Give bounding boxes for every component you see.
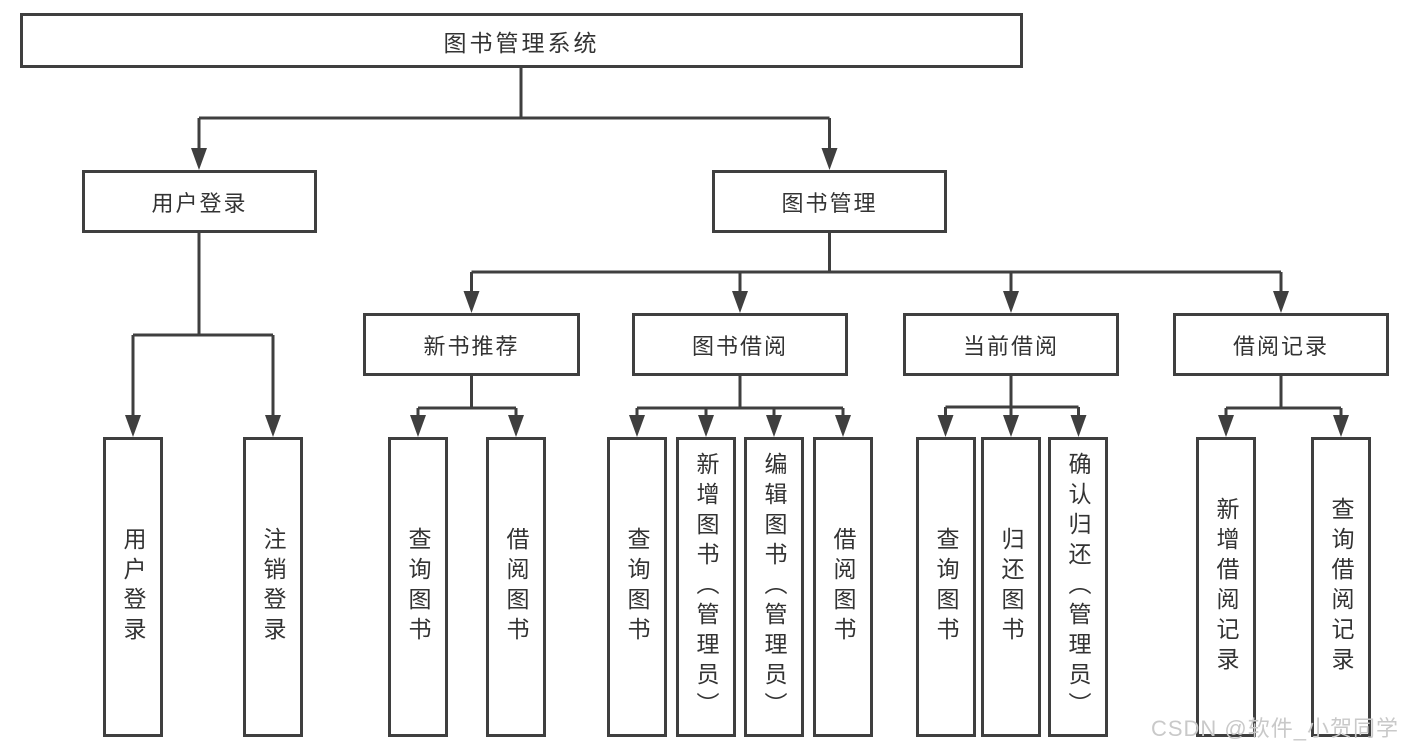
arrowheads-leaves bbox=[125, 415, 1349, 437]
edge-current-to-leaves bbox=[944, 376, 1080, 420]
leaf-add-book-admin: 新增图书（管理员） bbox=[676, 437, 736, 737]
leaf-add-borrow-record: 新增借阅记录 bbox=[1196, 437, 1256, 737]
leaf-edit-book-admin: 编辑图书（管理员） bbox=[744, 437, 804, 737]
csdn-watermark: CSDN @软件_小贺同学 bbox=[1150, 716, 1399, 741]
leaf-query-books-borrow: 查询图书 bbox=[607, 437, 667, 737]
leaf-query-borrow-record: 查询借阅记录 bbox=[1311, 437, 1371, 737]
arrowheads-level2 bbox=[191, 148, 838, 170]
node-current-borrow: 当前借阅 bbox=[903, 313, 1119, 376]
edge-borrow-to-leaves bbox=[635, 376, 845, 420]
arrowheads bbox=[125, 148, 1349, 437]
leaf-query-books-recommend: 查询图书 bbox=[388, 437, 448, 737]
edge-login-to-leaves bbox=[131, 233, 275, 420]
leaf-confirm-return-admin: 确认归还（管理员） bbox=[1048, 437, 1108, 737]
leaf-return-book: 归还图书 bbox=[981, 437, 1041, 737]
leaf-borrow-books-recommend: 借阅图书 bbox=[486, 437, 546, 737]
leaf-logout: 注销登录 bbox=[243, 437, 303, 737]
leaf-borrow-books: 借阅图书 bbox=[813, 437, 873, 737]
node-book-borrow: 图书借阅 bbox=[632, 313, 848, 376]
edge-recommend-to-leaves bbox=[416, 376, 518, 420]
connector-strokes bbox=[131, 68, 1343, 420]
edge-mgmt-to-level3 bbox=[470, 233, 1283, 296]
node-book-management: 图书管理 bbox=[712, 170, 947, 233]
node-user-login: 用户登录 bbox=[82, 170, 317, 233]
node-root-system: 图书管理系统 bbox=[20, 13, 1023, 68]
node-new-book-recommend: 新书推荐 bbox=[363, 313, 580, 376]
leaf-user-login: 用户登录 bbox=[103, 437, 163, 737]
node-borrow-records: 借阅记录 bbox=[1173, 313, 1389, 376]
edge-records-to-leaves bbox=[1224, 376, 1343, 420]
arrowheads-level3 bbox=[463, 291, 1289, 313]
leaf-query-books-current: 查询图书 bbox=[916, 437, 976, 737]
edge-root-to-level2 bbox=[197, 68, 831, 152]
